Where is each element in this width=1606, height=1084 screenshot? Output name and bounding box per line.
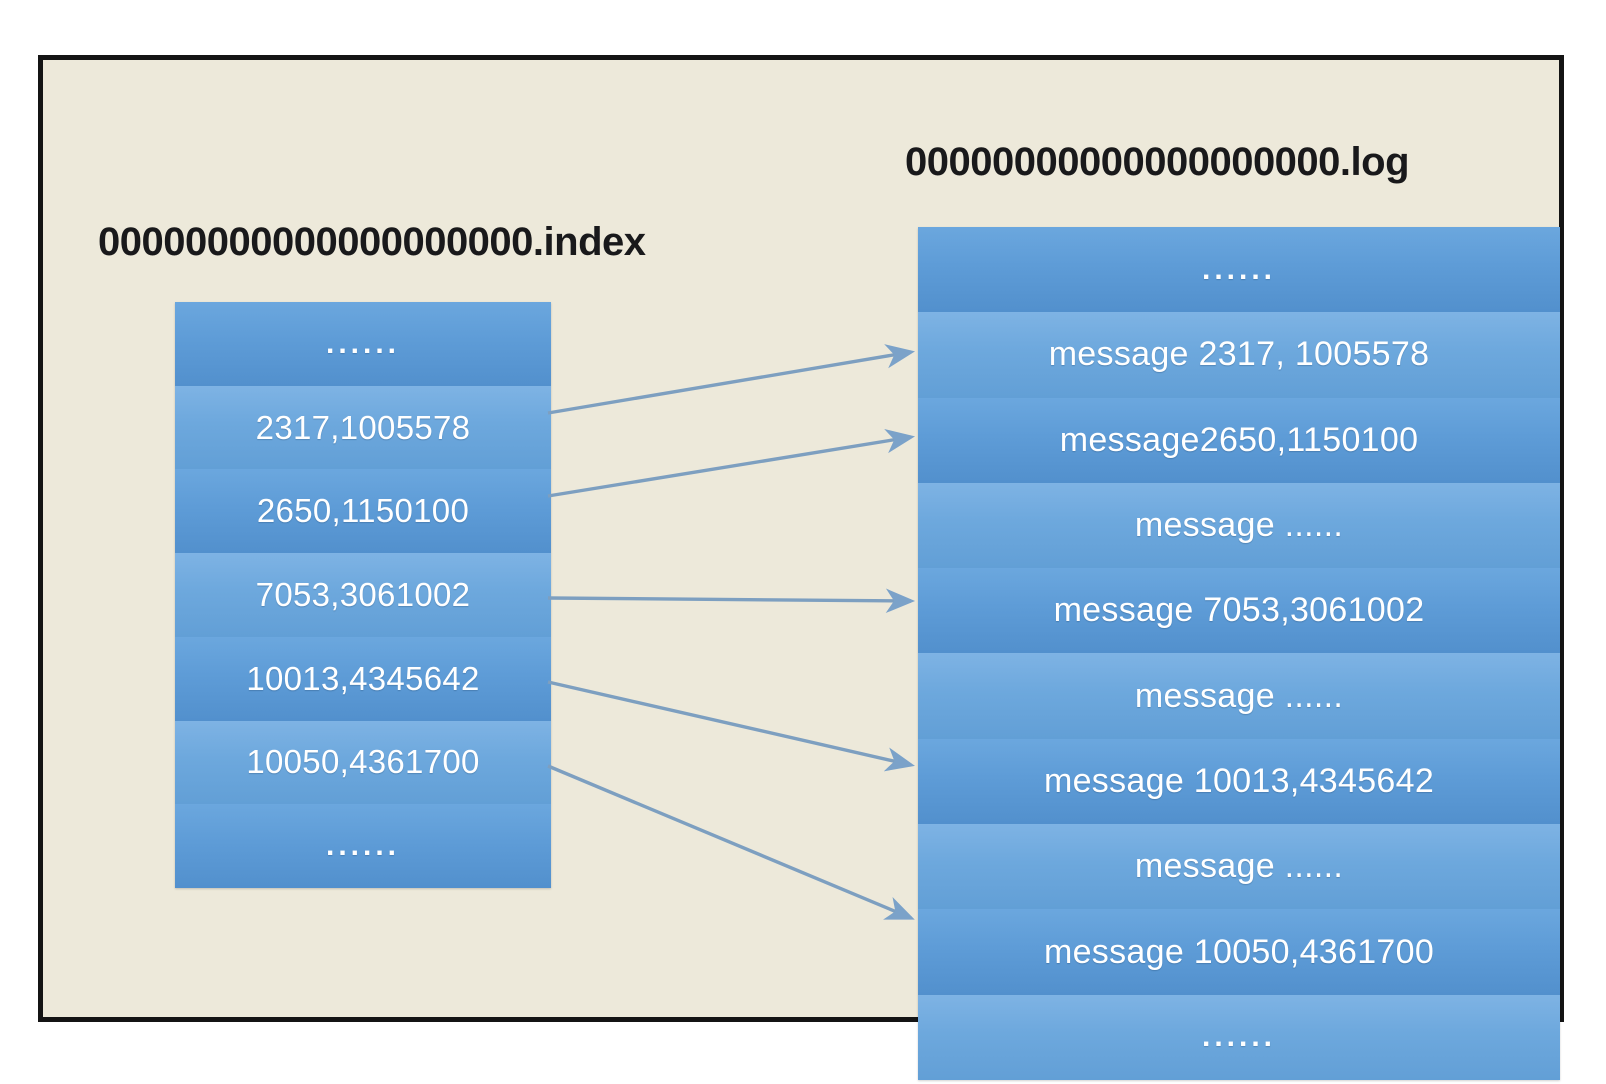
log-message-row: message ...... [918, 482, 1560, 569]
arrow-2317 [547, 344, 916, 415]
row-label: message 2317, 1005578 [1048, 335, 1430, 374]
index-entry-row: 2317,1005578 [175, 385, 551, 470]
log-message-row: ...... [918, 994, 1560, 1080]
row-label: 2317,1005578 [255, 408, 471, 446]
index-entry-row: 2650,1150100 [175, 469, 551, 554]
index-entry-row: ...... [175, 302, 551, 386]
row-label: message 10050,4361700 [1043, 932, 1435, 971]
row-label: 7053,3061002 [255, 576, 471, 614]
diagram-frame: 00000000000000000000.index 0000000000000… [38, 55, 1564, 1080]
arrow-7053 [547, 588, 916, 614]
log-message-row: message 7053,3061002 [918, 568, 1560, 654]
row-label: 10050,4361700 [246, 743, 480, 781]
ellipsis-text: ...... [1201, 252, 1276, 286]
index-file-title: 00000000000000000000.index [98, 220, 646, 264]
ellipsis-text: ...... [325, 326, 400, 360]
log-message-row: message 10050,4361700 [918, 909, 1560, 995]
index-entry-row: 10050,4361700 [175, 720, 551, 805]
ellipsis-text: ...... [325, 829, 400, 863]
arrow-10050 [547, 764, 915, 920]
log-message-row: message 10013,4345642 [918, 738, 1560, 825]
index-file-block: ...... 2317,1005578 2650,1150100 7053,30610… [175, 302, 551, 889]
ellipsis-text: ...... [1201, 1020, 1276, 1054]
index-entry-row: 10013,4345642 [175, 636, 551, 721]
log-message-row: message 2317, 1005578 [918, 312, 1560, 398]
log-file-title: 00000000000000000000.log [905, 140, 1410, 184]
row-label: message2650,1150100 [1059, 420, 1419, 459]
row-label: 2650,1150100 [256, 492, 470, 530]
log-message-row: message ...... [918, 653, 1560, 739]
row-label: message 7053,3061002 [1053, 591, 1425, 630]
row-label: message ...... [1134, 506, 1344, 545]
log-message-row: ...... [918, 227, 1560, 313]
index-entry-row: ...... [175, 804, 551, 889]
arrow-2650 [547, 428, 916, 498]
index-entry-row: 7053,3061002 [175, 553, 551, 637]
row-label: message 10013,4345642 [1043, 761, 1435, 800]
log-file-block: ...... message 2317, 1005578 message2650,1… [918, 227, 1560, 1080]
log-message-row: message ...... [918, 824, 1560, 910]
log-message-row: message2650,1150100 [918, 397, 1560, 483]
row-label: message ...... [1134, 847, 1344, 886]
arrow-10013 [547, 680, 915, 772]
row-label: message ...... [1134, 676, 1344, 715]
row-label: 10013,4345642 [246, 659, 480, 697]
